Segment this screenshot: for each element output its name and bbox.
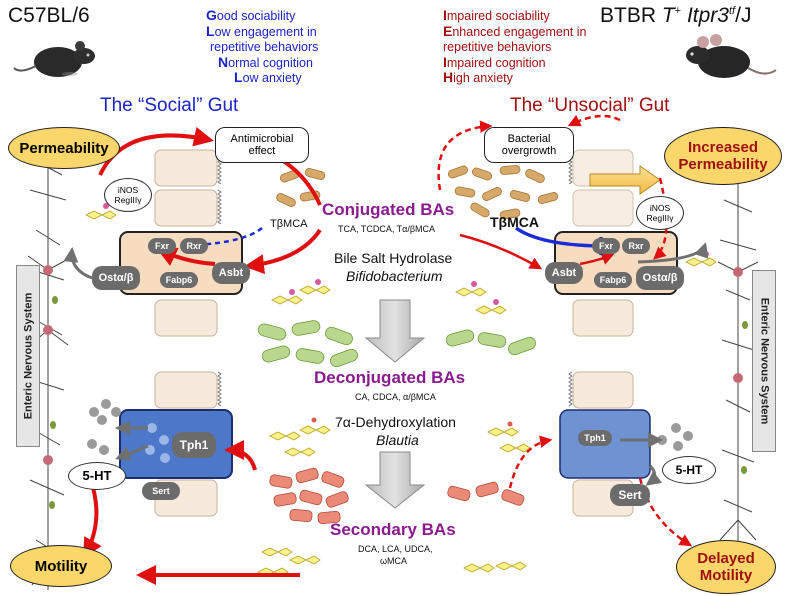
- left-trait-2: Low engagement in: [206, 22, 317, 39]
- asbt-left: Asbt: [212, 262, 250, 284]
- dehydroxylation-label: 7α-Dehydroxylation: [335, 414, 456, 430]
- conjugated-bas-list: TCA, TCDCA, Tα/βMCA: [338, 224, 436, 234]
- antimicrobial-effect-box: Antimicrobial effect: [215, 127, 309, 163]
- increased-permeability-oval: Increased Permeability: [664, 127, 782, 185]
- left-trait-1: Good sociability: [206, 7, 296, 23]
- left-trait-3: repetitive behaviors: [210, 40, 319, 54]
- rxr-left: Rxr: [180, 238, 208, 254]
- ost-right: Ostα/β: [636, 266, 684, 290]
- bacteria-red-right: [447, 481, 525, 506]
- bile-salt-hydrolase-label: Bile Salt Hydrolase: [334, 250, 453, 266]
- serotonin-granules-left: [87, 399, 121, 455]
- serotonin-right: 5-HT: [662, 456, 716, 484]
- ost-left: Ostα/β: [92, 266, 140, 290]
- epithelium-left: [154, 149, 218, 517]
- secondary-bas-list-1: DCA, LCA, UDCA,: [358, 544, 433, 554]
- neuron-cell-bodies-left: [43, 265, 58, 509]
- right-traits-list: Impaired sociability Enhanced engagement…: [443, 8, 586, 86]
- bile-acid-molecules: [85, 210, 717, 577]
- right-trait-2: Enhanced engagement in: [443, 22, 587, 39]
- unsocial-gut-title: The “Unsocial” Gut: [510, 95, 670, 116]
- black-mouse-right-image: [686, 34, 777, 78]
- enteric-nervous-system-right: Enteric Nervous System: [752, 270, 776, 452]
- secondary-bas-label: Secondary BAs: [330, 520, 456, 539]
- black-mouse-left-image: [13, 41, 95, 77]
- process-arrow-2: [364, 451, 426, 509]
- fabp6-right: Fabp6: [594, 272, 632, 288]
- pathway-arrows-right: [459, 233, 615, 270]
- tbmca-label-right: TβMCA: [490, 214, 539, 230]
- fabp6-left: Fabp6: [160, 272, 198, 288]
- right-trait-1: Impaired sociability: [443, 7, 550, 23]
- fxr-left: Fxr: [148, 238, 176, 254]
- right-trait-3: repetitive behaviors: [443, 40, 552, 54]
- social-gut-title: The “Social” Gut: [100, 95, 239, 116]
- enteric-neuron-chain-right: [717, 175, 759, 585]
- left-traits-list: Good sociability Low engagement in repet…: [206, 8, 318, 86]
- left-trait-5: Low anxiety: [234, 69, 302, 85]
- bacteria-red-left: [269, 467, 349, 525]
- conjugated-bas-label: Conjugated BAs: [322, 200, 455, 219]
- permeability-oval: Permeability: [8, 127, 120, 169]
- right-trait-5: High anxiety: [443, 69, 513, 85]
- pathway-arrows-left: [83, 126, 322, 585]
- bifidobacterium-label: Bifidobacterium: [346, 268, 443, 284]
- enteric-nervous-system-left: Enteric Nervous System: [16, 265, 40, 447]
- asbt-right: Asbt: [545, 262, 583, 284]
- delayed-motility-oval: Delayed Motility: [676, 540, 776, 594]
- bacterial-overgrowth-box: Bacterial overgrowth: [484, 127, 574, 163]
- left-trait-4: Normal cognition: [218, 53, 313, 70]
- bacteria-green-left: [257, 320, 358, 368]
- serotonin-granules-right: [657, 423, 693, 451]
- serotonin-left: 5-HT: [68, 462, 126, 490]
- permeability-arrow: [589, 165, 661, 195]
- sert-left: Sert: [142, 482, 180, 500]
- rxr-right: Rxr: [622, 238, 650, 254]
- neuron-cell-bodies-right: [733, 267, 748, 474]
- right-trait-4: Impaired cognition: [443, 53, 546, 70]
- bacteria-green-right: [445, 329, 536, 356]
- sert-right: Sert: [610, 484, 650, 506]
- transport-arrows-grey: [63, 242, 709, 486]
- tph1-right: Tph1: [578, 430, 612, 446]
- right-strain-label: BTBR T+ Itpr3tf/J: [600, 4, 752, 27]
- motility-oval: Motility: [10, 545, 112, 587]
- secondary-bas-list-2: ωMCA: [380, 556, 408, 566]
- deconjugated-bas-label: Deconjugated BAs: [314, 368, 466, 387]
- tbmca-label-left: TβMCA: [270, 218, 308, 230]
- bacteria-brown-right: [447, 165, 559, 220]
- tph1-left: Tph1: [172, 432, 216, 458]
- left-strain-label: C57BL/6: [8, 4, 90, 27]
- fxr-right: Fxr: [592, 238, 620, 254]
- process-arrow-1: [364, 299, 426, 363]
- deconjugated-bas-list: CA, CDCA, α/βMCA: [355, 392, 436, 402]
- blautia-label: Blautia: [376, 432, 419, 448]
